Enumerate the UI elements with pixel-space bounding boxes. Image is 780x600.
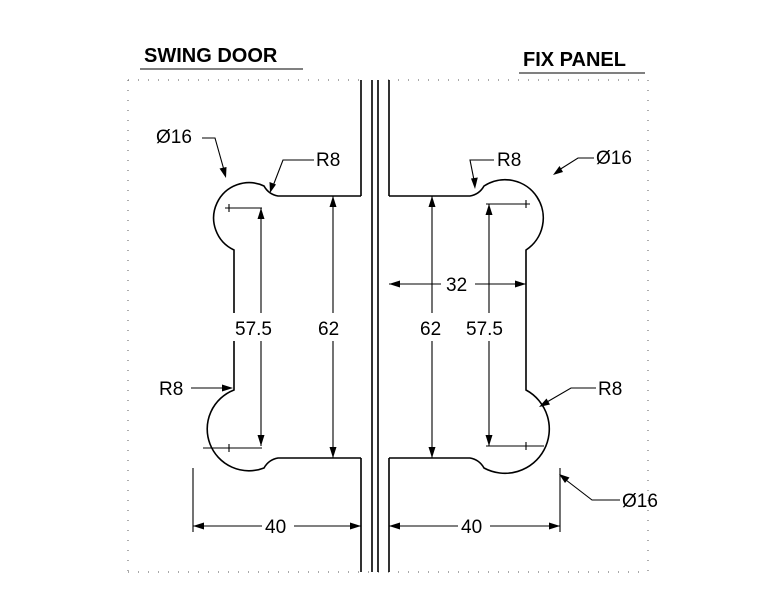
right-diameter-top-leader <box>553 157 594 175</box>
dim-right-width-text-bg <box>458 513 490 539</box>
dim-left-inner-label: 57.5 <box>235 319 272 340</box>
dim-right-outer-label: 62 <box>420 319 441 340</box>
fix-panel-glass <box>377 80 390 572</box>
right-r8-side-leader <box>539 387 596 407</box>
fix-panel-centermarks <box>486 200 544 450</box>
dim-right-inner-label: 57.5 <box>466 319 503 340</box>
swing-door-glass <box>360 80 373 572</box>
left-r8-top-leader <box>269 159 314 193</box>
dim-right-span-text-bg <box>441 271 475 297</box>
left-diameter-leader <box>202 137 227 178</box>
title-fix-panel: FIX PANEL <box>523 49 626 71</box>
right-r8-top-leader <box>469 159 494 189</box>
dim-left-width-text-bg <box>262 513 294 539</box>
left-diameter-label: Ø16 <box>156 127 192 148</box>
title-swing-door: SWING DOOR <box>144 45 278 67</box>
dim-right-text-bg <box>416 313 520 341</box>
left-r8-side-leader <box>191 384 233 392</box>
left-r8-side-label: R8 <box>159 379 183 400</box>
right-diameter-bottom-label: Ø16 <box>622 491 658 512</box>
right-r8-top-label: R8 <box>497 150 521 171</box>
dim-left-text-bg <box>232 313 360 341</box>
dotted-frame <box>127 79 649 573</box>
swing-door-profile <box>206 181 361 472</box>
dim-left-width-label: 40 <box>265 517 286 538</box>
right-r8-side-label: R8 <box>598 379 622 400</box>
dim-right-span-label: 32 <box>446 275 467 296</box>
right-diameter-top-label: Ø16 <box>596 148 632 169</box>
swing-door-centermarks <box>203 204 262 452</box>
left-r8-top-label: R8 <box>316 150 340 171</box>
dim-right-width-label: 40 <box>461 517 482 538</box>
right-diameter-bottom-leader <box>559 474 620 501</box>
dim-left-outer-label: 62 <box>318 319 339 340</box>
fix-panel-profile <box>389 178 551 475</box>
